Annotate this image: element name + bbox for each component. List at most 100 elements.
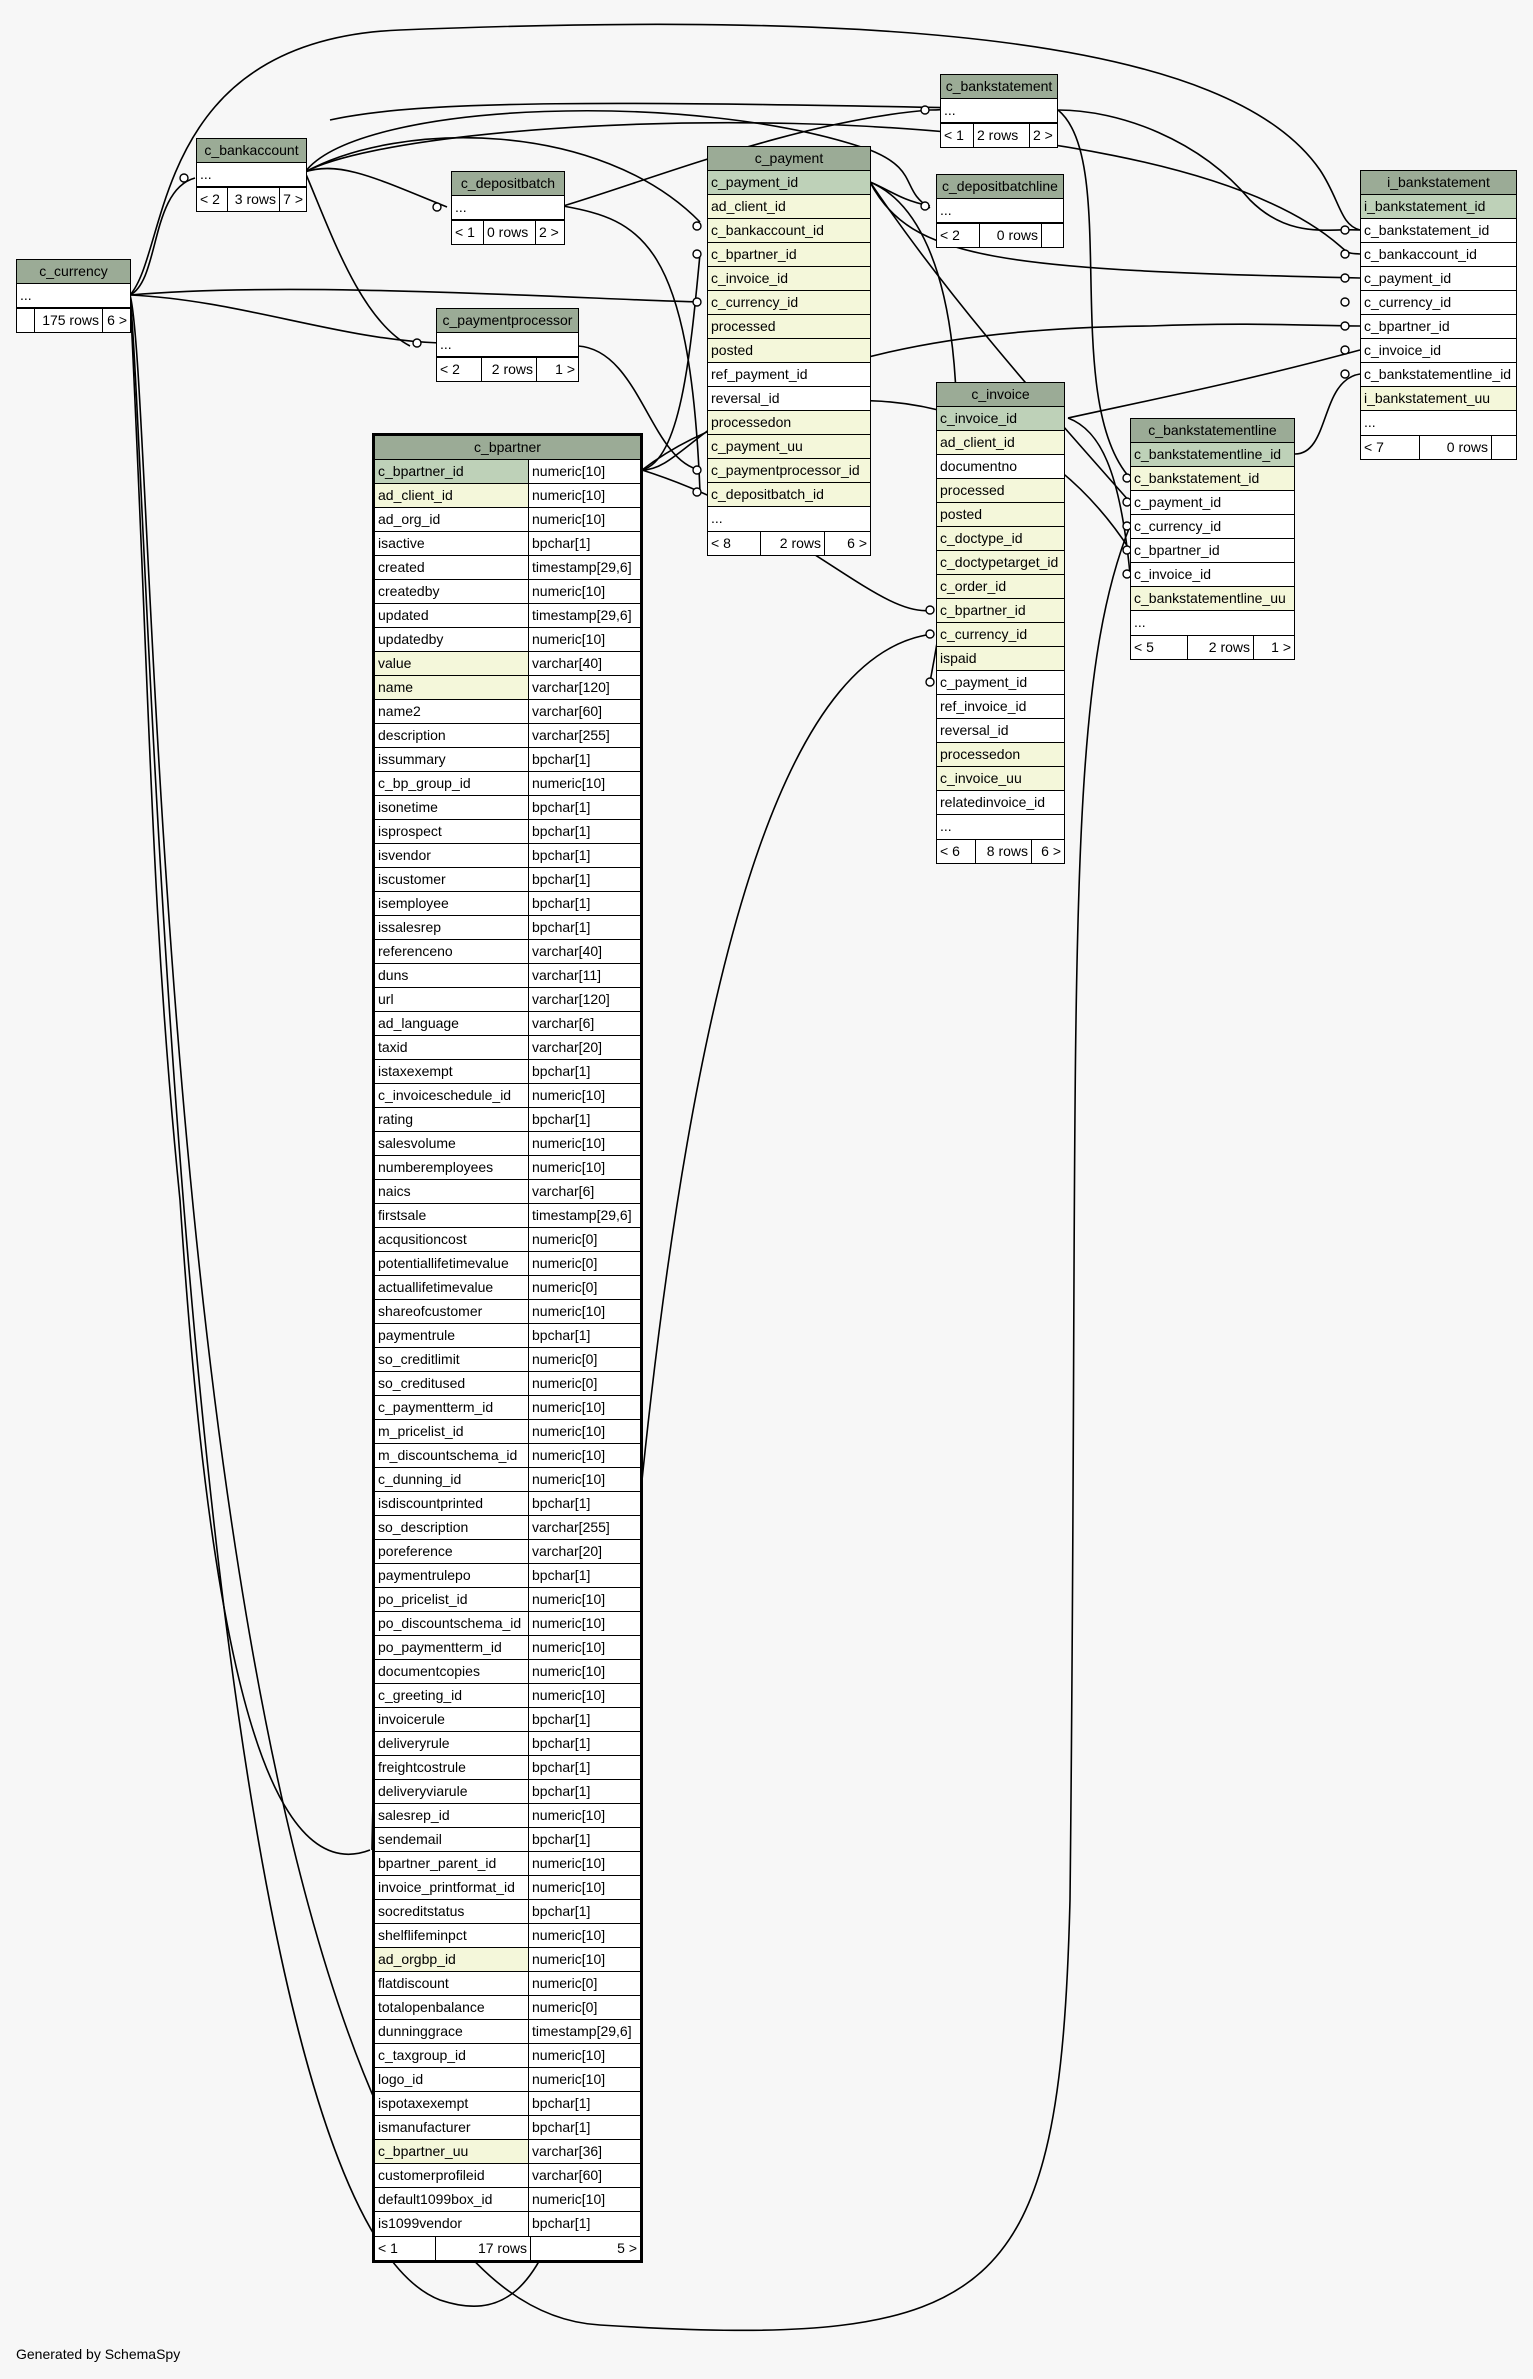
children-count[interactable]: 2 > <box>535 221 564 244</box>
parents-count[interactable]: < 2 <box>940 227 960 243</box>
table-row[interactable]: c_invoice_id <box>937 407 1064 431</box>
table-row[interactable]: posted <box>937 503 1064 527</box>
table-row[interactable]: c_doctypetarget_id <box>937 551 1064 575</box>
table-row[interactable]: ... <box>937 815 1064 839</box>
table-row[interactable]: c_payment_uu <box>708 435 870 459</box>
table-row[interactable]: ... <box>1131 611 1294 635</box>
table-c-bankaccount[interactable]: c_bankaccount ... < 2 3 rows 7 > <box>196 138 307 212</box>
parents-count[interactable]: < 1 <box>944 127 964 143</box>
table-row[interactable]: c_currency_id <box>1131 515 1294 539</box>
table-row[interactable]: c_doctype_id <box>937 527 1064 551</box>
table-row[interactable]: c_bankaccount_id <box>708 219 870 243</box>
parents-count[interactable]: < 6 <box>940 843 960 859</box>
table-row[interactable]: reversal_id <box>708 387 870 411</box>
table-row[interactable]: c_payment_id <box>708 171 870 195</box>
parents-count[interactable]: < 2 <box>200 191 220 207</box>
parents-count[interactable]: < 7 <box>1364 439 1384 455</box>
children-count[interactable]: 7 > <box>279 188 306 211</box>
table-row[interactable]: c_bankstatementline_id <box>1131 443 1294 467</box>
parents-count[interactable] <box>17 309 34 332</box>
table-row[interactable]: ad_client_id <box>937 431 1064 455</box>
table-c-bankstatement[interactable]: c_bankstatement ... < 1 2 rows 2 > <box>940 74 1058 148</box>
table-row[interactable]: c_paymentprocessor_id <box>708 459 870 483</box>
parents-count[interactable]: < 8 <box>711 535 731 551</box>
table-row[interactable]: c_order_id <box>937 575 1064 599</box>
table-row[interactable]: c_payment_id <box>1361 267 1516 291</box>
table-row[interactable]: processed <box>708 315 870 339</box>
table-row[interactable]: reversal_id <box>937 719 1064 743</box>
table-c-paymentprocessor[interactable]: c_paymentprocessor ... < 2 2 rows 1 > <box>436 308 579 382</box>
table-c-depositbatch[interactable]: c_depositbatch ... < 1 0 rows 2 > <box>451 171 565 245</box>
table-row[interactable]: relatedinvoice_id <box>937 791 1064 815</box>
table-row[interactable]: c_depositbatch_id <box>708 483 870 507</box>
children-count[interactable]: 1 > <box>1253 636 1294 659</box>
table-row[interactable]: c_invoice_id <box>1131 563 1294 587</box>
table-row[interactable]: c_currency_id <box>1361 291 1516 315</box>
children-count[interactable] <box>1491 436 1516 459</box>
table-row[interactable]: c_invoice_id <box>708 267 870 291</box>
table-c-currency[interactable]: c_currency ... 175 rows 6 > <box>16 259 131 333</box>
table-row[interactable]: processedon <box>708 411 870 435</box>
children-count[interactable]: 5 > <box>530 2237 640 2260</box>
table-row[interactable]: c_invoice_uu <box>937 767 1064 791</box>
table-row[interactable]: ... <box>1361 411 1516 435</box>
table-row[interactable]: c_bpartner_id <box>1361 315 1516 339</box>
table-row[interactable]: ... <box>708 507 870 531</box>
parents-count[interactable]: < 1 <box>378 2240 398 2256</box>
table-row[interactable]: documentno <box>937 455 1064 479</box>
table-row[interactable]: c_bankstatementline_uu <box>1131 587 1294 611</box>
table-row[interactable]: c_bankaccount_id <box>1361 243 1516 267</box>
table-row[interactable]: c_payment_id <box>1131 491 1294 515</box>
table-row[interactable]: i_bankstatement_uu <box>1361 387 1516 411</box>
